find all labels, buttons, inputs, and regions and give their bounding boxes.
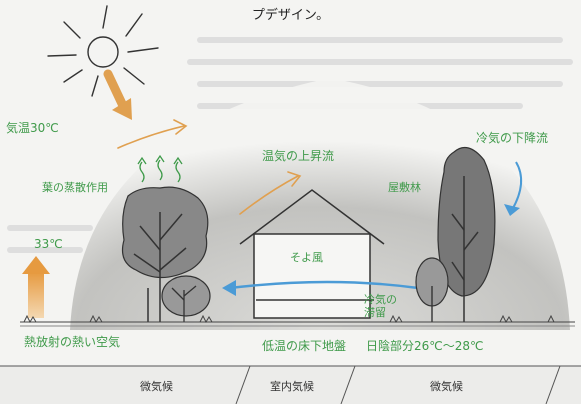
band-right-microclimate: 微気候 <box>430 380 463 393</box>
transpiration-label: 葉の蒸散作用 <box>42 181 108 194</box>
breeze-label: そよ風 <box>290 251 323 264</box>
cool-air-descent-arrow <box>504 161 523 216</box>
transpiration-arrows <box>137 154 183 183</box>
sun-ray-arrow <box>103 69 132 120</box>
temp-33-label: 33℃ <box>34 237 63 251</box>
header-text: プデザイン。 <box>251 8 330 23</box>
cool-pool-label: 冷気の 滞留 <box>364 293 397 319</box>
warm-air-arrow <box>117 119 188 149</box>
right-tall-tree <box>415 146 496 322</box>
yashikirin-label: 屋敷林 <box>388 181 421 194</box>
shade-label: 日陰部分26℃～28℃ <box>366 339 484 353</box>
bottom-band <box>0 365 581 404</box>
hot-air-label: 熱放射の熱い空気 <box>24 335 121 349</box>
air-temp-label: 気温30℃ <box>6 121 59 135</box>
sun-icon <box>47 5 159 97</box>
cool-down-label: 冷気の下降流 <box>476 131 549 145</box>
warm-rise-arrow <box>239 171 302 215</box>
breeze-arrow <box>222 280 419 296</box>
ground <box>20 314 575 327</box>
band-center-indoor-climate: 室内気候 <box>270 380 314 393</box>
hot-air-arrow <box>22 256 50 318</box>
cool-floor-label: 低温の床下地盤 <box>262 339 347 353</box>
warm-rise-label: 温気の上昇流 <box>262 149 335 163</box>
house <box>239 189 385 319</box>
left-tree <box>121 186 211 322</box>
band-left-microclimate: 微気候 <box>140 380 173 393</box>
